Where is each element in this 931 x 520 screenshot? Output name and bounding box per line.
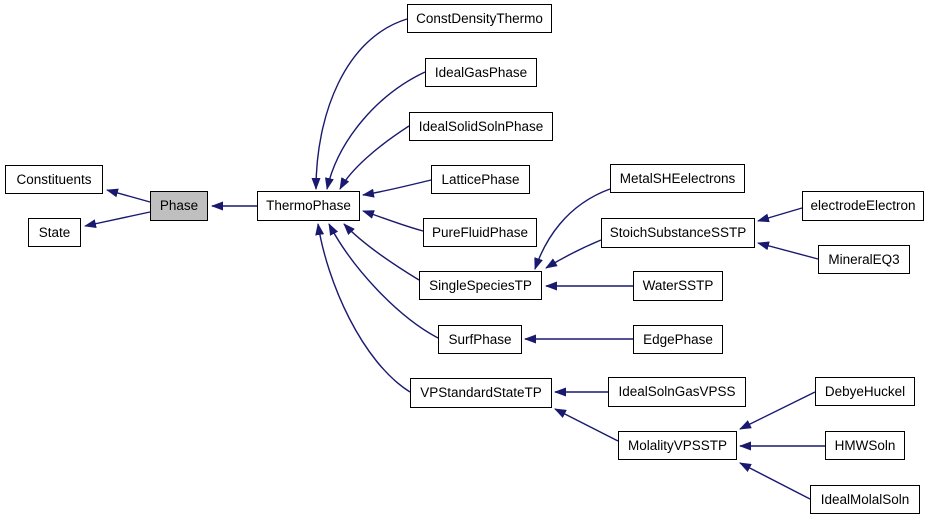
node-debyehuckel[interactable]: DebyeHuckel xyxy=(815,377,915,406)
edge-mineraleq3-stoichsubstancesstp xyxy=(757,241,819,260)
edge-debyehuckel-molalityvpsstp xyxy=(739,391,816,430)
node-mineraleq3[interactable]: MineralEQ3 xyxy=(818,245,910,274)
edge-latticephase-thermophase xyxy=(362,179,432,198)
edge-idealmolalsoln-molalityvpsstp xyxy=(739,462,811,500)
edge-metalsheelectrons-singlespeciestp xyxy=(534,188,611,270)
node-idealgasphase[interactable]: IdealGasPhase xyxy=(425,58,537,87)
node-purefluidphase[interactable]: PureFluidPhase xyxy=(423,218,537,247)
edge-surfphase-thermophase xyxy=(328,223,439,339)
node-metalsheelectrons[interactable]: MetalSHEelectrons xyxy=(610,164,745,193)
node-edgephase[interactable]: EdgePhase xyxy=(633,325,723,354)
node-watersstp[interactable]: WaterSSTP xyxy=(633,271,723,301)
node-stoichsubstancesstp[interactable]: StoichSubstanceSSTP xyxy=(601,218,755,248)
node-thermophase[interactable]: ThermoPhase xyxy=(257,191,360,221)
node-constdensitythermo[interactable]: ConstDensityThermo xyxy=(407,4,552,33)
node-electrodeelectron[interactable]: electrodeElectron xyxy=(802,191,924,221)
node-latticephase[interactable]: LatticePhase xyxy=(431,165,530,194)
node-constituents[interactable]: Constituents xyxy=(5,165,103,194)
edge-purefluidphase-thermophase xyxy=(362,210,424,232)
node-state[interactable]: State xyxy=(28,218,81,247)
edge-electrodeelectron-stoichsubstancesstp xyxy=(757,207,803,223)
node-vpstandardstatetp[interactable]: VPStandardStateTP xyxy=(410,378,552,408)
edge-singlespeciestp-thermophase xyxy=(343,223,420,281)
node-hmwsoln[interactable]: HMWSoln xyxy=(825,431,905,460)
edge-idealsolidsolnphase-thermophase xyxy=(339,125,410,190)
node-idealsolngasvpss[interactable]: IdealSolnGasVPSS xyxy=(608,377,746,407)
edge-molalityvpsstp-vpstandardstatetp xyxy=(554,408,619,442)
edge-vpstandardstatetp-thermophase xyxy=(315,223,411,393)
node-molalityvpsstp[interactable]: MolalityVPSSTP xyxy=(618,431,737,460)
node-idealsolidsolnphase[interactable]: IdealSolidSolnPhase xyxy=(409,112,553,141)
edge-constdensitythermo-thermophase xyxy=(311,18,408,190)
node-surfphase[interactable]: SurfPhase xyxy=(438,325,522,354)
node-singlespeciestp[interactable]: SingleSpeciesTP xyxy=(419,271,542,300)
edge-phase-state xyxy=(84,211,151,229)
edge-stoichsubstancesstp-singlespeciestp xyxy=(545,239,602,269)
edge-phase-constituents xyxy=(106,188,151,203)
edge-idealgasphase-thermophase xyxy=(325,71,426,190)
node-idealmolalsoln[interactable]: IdealMolalSoln xyxy=(810,485,920,514)
node-phase: Phase xyxy=(150,191,208,221)
